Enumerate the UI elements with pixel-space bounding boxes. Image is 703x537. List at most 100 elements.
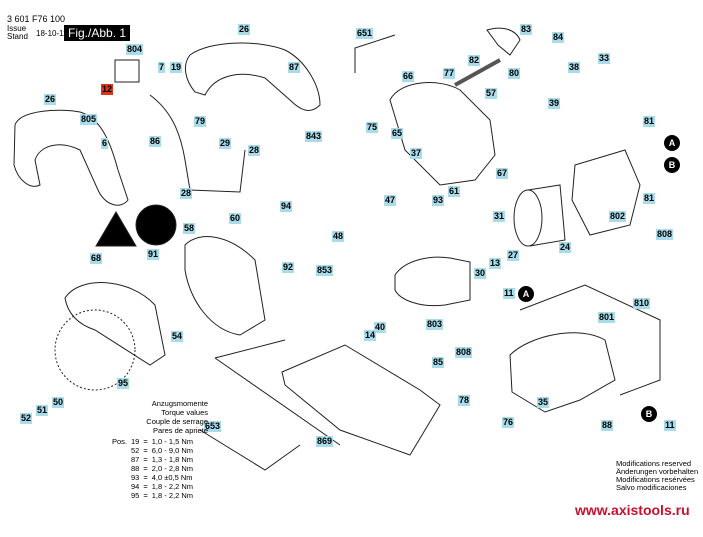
part-label-67[interactable]: 67 (496, 168, 509, 179)
part-label-50[interactable]: 50 (52, 397, 65, 408)
part-label-87[interactable]: 87 (288, 62, 301, 73)
part-label-88[interactable]: 88 (601, 420, 614, 431)
part-label-803[interactable]: 803 (426, 319, 444, 330)
callout-b-top: B (664, 157, 680, 173)
part-label-11-bottom[interactable]: 11 (664, 420, 676, 431)
part-label-40[interactable]: 40 (374, 322, 387, 333)
part-label-28[interactable]: 28 (180, 188, 193, 199)
part-label-653[interactable]: 653 (204, 421, 222, 432)
torque-value: 1,8 - 2,2 Nm (151, 482, 194, 491)
part-label-33[interactable]: 33 (598, 53, 611, 64)
part-label-76[interactable]: 76 (502, 417, 515, 428)
part-label-13[interactable]: 13 (489, 258, 502, 269)
part-label-38[interactable]: 38 (568, 62, 581, 73)
callout-a-bottom: A (518, 286, 534, 302)
part-label-84[interactable]: 84 (552, 32, 565, 43)
part-number: 3 601 F76 100 (7, 14, 66, 24)
part-label-31[interactable]: 31 (493, 211, 506, 222)
part-label-24[interactable]: 24 (559, 242, 572, 253)
part-label-54[interactable]: 54 (171, 331, 184, 342)
parallel-guide (199, 429, 301, 471)
part-label-81a[interactable]: 81 (643, 116, 656, 127)
part-label-79[interactable]: 79 (194, 116, 207, 127)
part-label-28b[interactable]: 28 (248, 145, 261, 156)
part-label-48[interactable]: 48 (332, 231, 345, 242)
mod-de: Änderungen vorbehalten (616, 467, 699, 476)
torque-value: 4,0 ±0,5 Nm (151, 473, 193, 482)
part-label-27[interactable]: 27 (507, 250, 520, 261)
part-label-853[interactable]: 853 (316, 265, 334, 276)
part-label-869[interactable]: 869 (316, 436, 334, 447)
part-label-808-top[interactable]: 808 (656, 229, 674, 240)
part-label-39[interactable]: 39 (548, 98, 561, 109)
part-label-29[interactable]: 29 (219, 138, 232, 149)
part-label-80[interactable]: 80 (508, 68, 521, 79)
part-label-91[interactable]: 91 (147, 249, 160, 260)
torque-title-es: Pares de apriete (152, 426, 208, 435)
issue-text: Issue (7, 24, 27, 33)
callout-a-top: A (664, 135, 680, 151)
part-label-93[interactable]: 93 (432, 195, 445, 206)
part-label-66[interactable]: 66 (402, 71, 415, 82)
armature (394, 256, 471, 307)
part-label-11-top[interactable]: 11 (503, 288, 515, 299)
hex-key (354, 34, 396, 73)
part-label-51[interactable]: 51 (36, 405, 49, 416)
part-label-843[interactable]: 843 (305, 131, 323, 142)
part-label-810[interactable]: 810 (633, 298, 651, 309)
part-label-6[interactable]: 6 (101, 138, 109, 149)
torque-value: 6,0 - 9,0 Nm (151, 446, 194, 455)
part-label-7[interactable]: 7 (158, 62, 166, 73)
torque-pos: 88 (131, 464, 140, 473)
part-label-30[interactable]: 30 (474, 268, 487, 279)
torque-row: 95=1,8 - 2,2 Nm (131, 491, 194, 500)
part-label-801[interactable]: 801 (598, 312, 616, 323)
part-label-802[interactable]: 802 (609, 211, 627, 222)
spring (454, 58, 501, 87)
torque-title-de: Anzugsmomente (151, 399, 208, 408)
part-label-68[interactable]: 68 (90, 253, 103, 264)
mod-es: Salvo modificaciones (616, 483, 687, 492)
motor-housing (509, 332, 616, 413)
part-label-12[interactable]: 12 (101, 84, 114, 95)
part-label-78[interactable]: 78 (458, 395, 471, 406)
part-label-57[interactable]: 57 (485, 88, 498, 99)
part-label-65[interactable]: 65 (391, 128, 404, 139)
part-label-95[interactable]: 95 (117, 378, 130, 389)
part-label-52[interactable]: 52 (20, 413, 33, 424)
part-label-60[interactable]: 60 (229, 213, 242, 224)
part-label-35[interactable]: 35 (537, 397, 550, 408)
stand-text: Stand (7, 32, 28, 41)
part-label-58[interactable]: 58 (183, 223, 196, 234)
part-label-82[interactable]: 82 (468, 55, 481, 66)
torque-row: 87=1,3 - 1,8 Nm (131, 455, 194, 464)
part-label-83[interactable]: 83 (520, 24, 533, 35)
part-label-92[interactable]: 92 (282, 262, 295, 273)
air-guide-ring (513, 189, 543, 247)
part-label-808-mid[interactable]: 808 (455, 347, 473, 358)
modifications-notice: Modifications reserved Änderungen vorbeh… (616, 460, 698, 492)
part-label-86[interactable]: 86 (149, 136, 162, 147)
part-label-61[interactable]: 61 (448, 186, 461, 197)
part-label-14[interactable]: 14 (364, 330, 377, 341)
mod-en: Modifications reserved (616, 459, 692, 468)
switch-block (114, 59, 140, 83)
part-label-19[interactable]: 19 (170, 62, 183, 73)
part-label-37[interactable]: 37 (410, 148, 423, 159)
part-label-77[interactable]: 77 (443, 68, 456, 79)
torque-table: Pos.19=1,0 - 1,5 Nm 52=6,0 - 9,0 Nm 87=1… (110, 437, 195, 500)
part-label-75[interactable]: 75 (366, 122, 379, 133)
part-label-81b[interactable]: 81 (643, 193, 656, 204)
website-link[interactable]: www.axistools.ru (575, 502, 690, 518)
rear-handle (13, 109, 129, 206)
part-label-26-top[interactable]: 26 (238, 24, 251, 35)
part-label-94[interactable]: 94 (280, 201, 293, 212)
part-label-804[interactable]: 804 (126, 44, 144, 55)
part-label-85[interactable]: 85 (432, 357, 445, 368)
torque-pos: 19 (131, 437, 140, 446)
part-label-651[interactable]: 651 (356, 28, 374, 39)
part-label-47[interactable]: 47 (384, 195, 397, 206)
part-label-26-rear[interactable]: 26 (44, 94, 57, 105)
part-label-805[interactable]: 805 (80, 114, 98, 125)
